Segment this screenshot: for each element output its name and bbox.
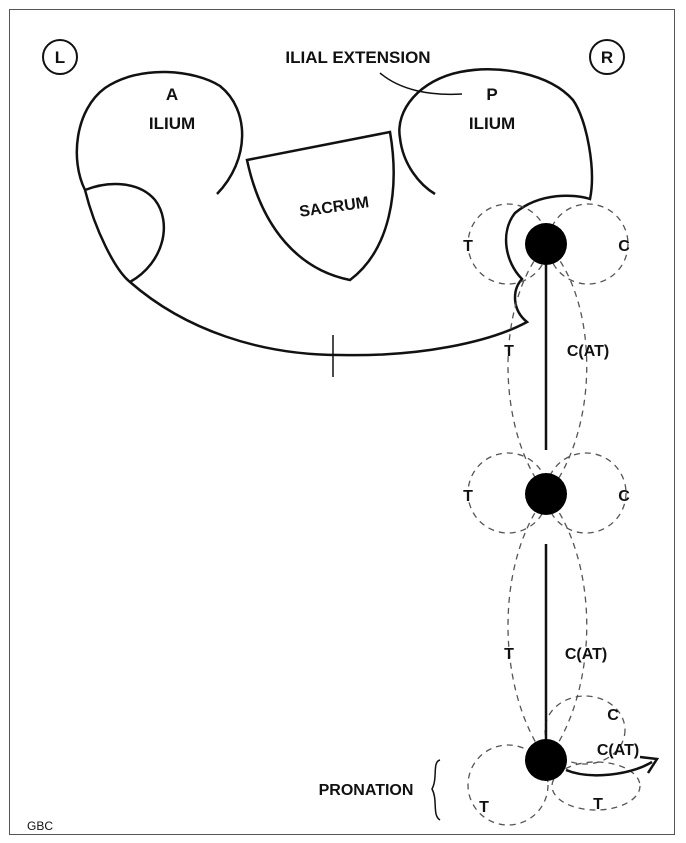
left-side-marker: L: [42, 39, 78, 75]
pronation-label: PRONATION: [319, 782, 414, 799]
ankle-tension-lobe-right: [551, 761, 641, 811]
hip-compression-label: C: [618, 238, 630, 255]
shank-tension-label: T: [504, 646, 514, 663]
pronation-arrowhead: [639, 755, 660, 774]
ankle-tension-right-label: T: [593, 796, 603, 813]
right-ilium-letter: P: [486, 85, 497, 104]
knee-compression-label: C: [618, 488, 630, 505]
ankle-compression-label: C: [607, 707, 619, 724]
pelvis-outline: [75, 68, 594, 357]
thigh-tension-envelope: [507, 243, 548, 496]
ankle-tension-lobe-left: [467, 744, 549, 826]
pronation-brace: [431, 759, 441, 821]
shank-tension-envelope: [507, 494, 548, 761]
ilial-extension-leader: [379, 72, 463, 96]
thigh-tension-label: T: [504, 343, 514, 360]
thigh-compression-envelope: [546, 243, 588, 496]
credit-label: GBC: [27, 819, 53, 833]
knee-joint: [525, 473, 567, 515]
sacrum-label: SACRUM: [298, 194, 370, 221]
right-side-marker: R: [589, 39, 625, 75]
shank-compression-label: C(AT): [565, 646, 607, 663]
hip-tension-label: T: [463, 238, 473, 255]
left-ilium-label: ILIUM: [149, 114, 195, 133]
right-ilium-label: ILIUM: [469, 114, 515, 133]
ankle-tension-left-label: T: [479, 799, 489, 816]
ankle-arrow-label: C(AT): [597, 742, 639, 759]
thigh-compression-label: C(AT): [567, 343, 609, 360]
knee-tension-label: T: [463, 488, 473, 505]
ilial-extension-label: ILIAL EXTENSION: [285, 48, 430, 67]
sacrum-shape: [245, 130, 395, 282]
pronation-arrow: [565, 760, 653, 777]
left-side-label: L: [55, 48, 65, 67]
hip-joint: [525, 223, 567, 265]
diagram-frame: [9, 9, 675, 835]
left-pelvic-patch: [84, 182, 166, 284]
right-side-label: R: [601, 48, 613, 67]
shank-compression-envelope: [546, 494, 588, 761]
left-ilium-letter: A: [166, 85, 178, 104]
ankle-compression-lobe: [544, 695, 626, 765]
ankle-joint: [525, 739, 567, 781]
